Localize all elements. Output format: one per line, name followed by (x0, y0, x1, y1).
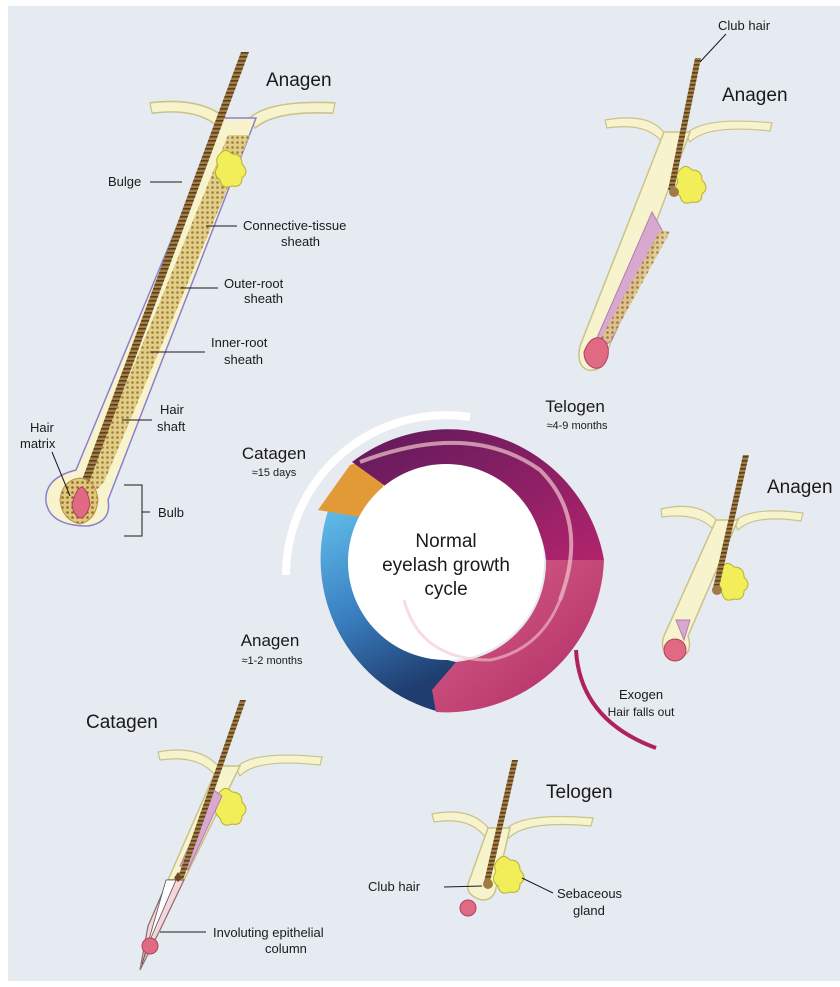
cycle-center-line-1: Normal (415, 531, 476, 552)
cycle-center-line-3: cycle (424, 579, 467, 600)
label-inner-root-2: sheath (224, 352, 263, 367)
cycle-catagen-name: Catagen (242, 444, 306, 463)
label-hair-matrix-2: matrix (20, 436, 56, 451)
mid-right-anagen-title: Anagen (767, 477, 833, 498)
cycle-exogen-name: Exogen (619, 687, 663, 702)
label-involuting-2: column (265, 941, 307, 956)
cycle-telogen-name: Telogen (545, 397, 605, 416)
label-inner-root-1: Inner-root (211, 335, 268, 350)
label-hair-matrix-1: Hair (30, 420, 55, 435)
label-bulb: Bulb (158, 505, 184, 520)
label-sebaceous-1: Sebaceous (557, 886, 623, 901)
label-connective-1: Connective-tissue (243, 218, 346, 233)
label-outer-root-1: Outer-root (224, 276, 284, 291)
cycle-anagen-duration: ≈1-2 months (241, 655, 303, 667)
telogen-detail-title: Telogen (546, 782, 613, 803)
label-outer-root-2: sheath (244, 291, 283, 306)
catagen-detail-title: Catagen (86, 712, 158, 733)
cycle-center-line-2: eyelash growth (382, 555, 510, 576)
cycle-anagen-name: Anagen (241, 631, 300, 650)
label-sebaceous-2: gland (573, 903, 605, 918)
label-connective-2: sheath (281, 234, 320, 249)
anagen-detail-title: Anagen (266, 70, 332, 91)
label-bulge: Bulge (108, 174, 141, 189)
label-hair-shaft-1: Hair (160, 402, 185, 417)
top-right-anagen-title: Anagen (722, 85, 788, 106)
cycle-telogen-duration: ≈4-9 months (546, 420, 608, 432)
cycle-exogen-note: Hair falls out (608, 705, 675, 719)
top-right-club-hair-label: Club hair (718, 18, 771, 33)
label-hair-shaft-2: shaft (157, 419, 186, 434)
label-telogen-club-hair: Club hair (368, 879, 421, 894)
cycle-catagen-duration: ≈15 days (252, 467, 297, 479)
label-involuting-1: Involuting epithelial (213, 925, 324, 940)
